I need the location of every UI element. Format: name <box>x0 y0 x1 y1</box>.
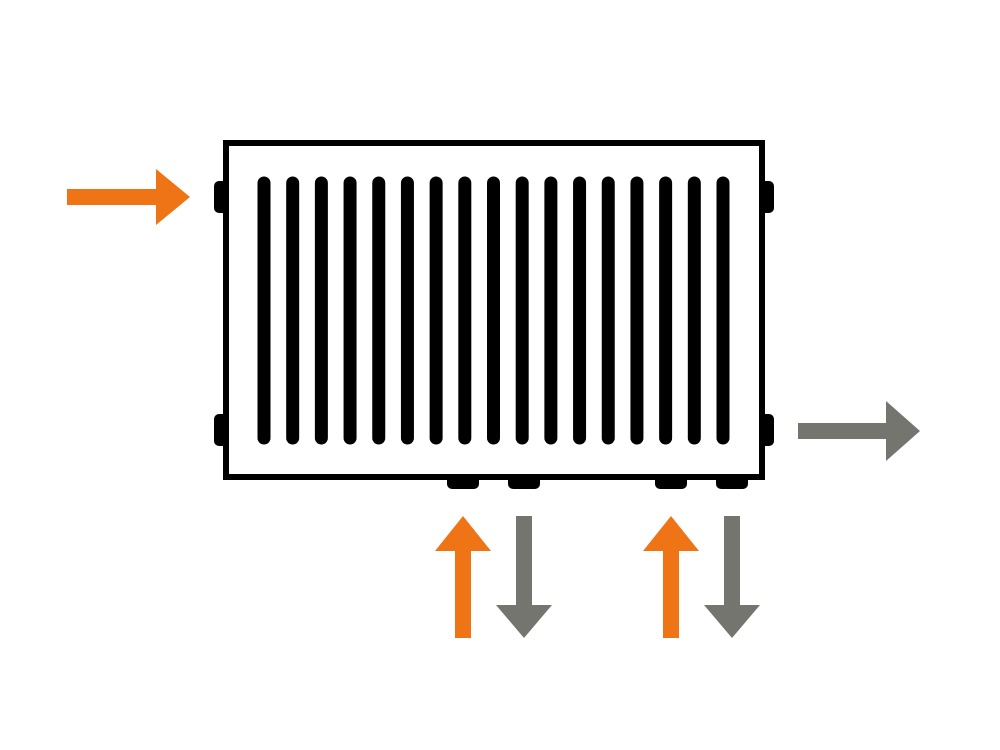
flow-arrows <box>67 169 920 638</box>
bottom-return-arrow-1 <box>496 516 552 638</box>
bottom-supply-arrow-2 <box>643 516 699 638</box>
side-supply-arrow <box>67 169 190 225</box>
bottom-supply-arrow-1 <box>435 516 491 638</box>
bottom-return-arrow-2 <box>704 516 760 638</box>
side-return-arrow <box>798 401 920 461</box>
radiator-fins <box>257 176 730 445</box>
